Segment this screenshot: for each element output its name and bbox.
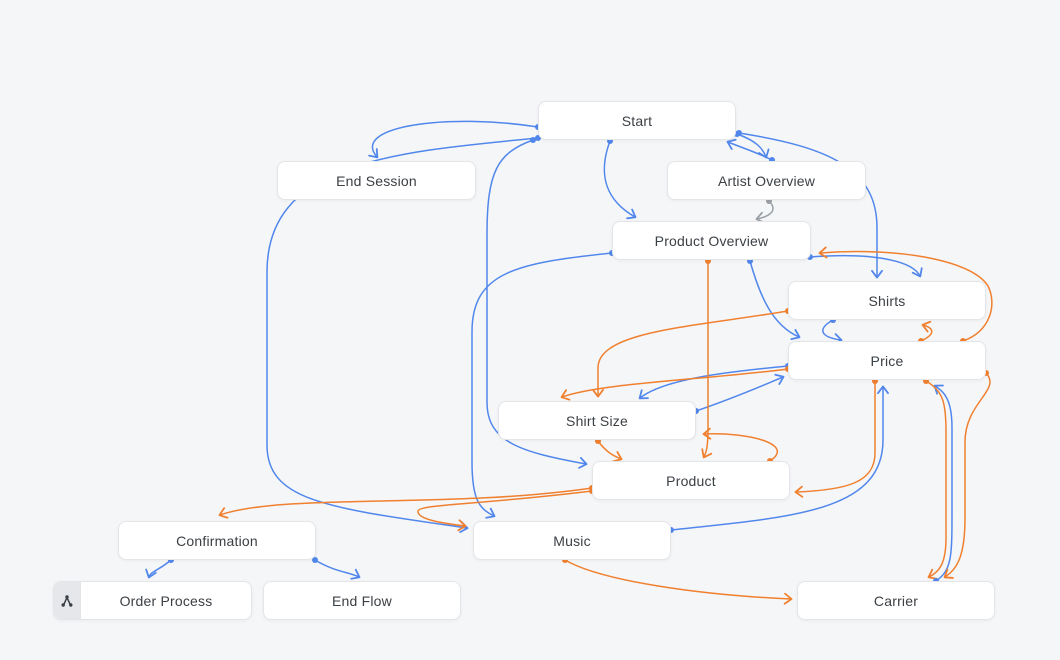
node-label: Order Process (119, 592, 213, 609)
edge-price-to-carrier[interactable] (925, 380, 947, 580)
edge-confirmation-to-end-flow[interactable] (314, 559, 361, 580)
node-start[interactable]: Start (538, 101, 736, 140)
node-confirmation[interactable]: Confirmation (118, 521, 316, 560)
node-label: Price (870, 352, 904, 369)
edge-source-handle (736, 130, 742, 136)
edge-product-overview-to-shirts[interactable] (809, 254, 923, 278)
node-label: Product Overview (654, 232, 769, 249)
node-music[interactable]: Music (473, 521, 671, 560)
edge-artist-overview-to-product-overview[interactable] (755, 200, 774, 224)
edge-start-to-artist-overview[interactable] (736, 133, 770, 159)
node-product-overview[interactable]: Product Overview (612, 221, 811, 260)
edge-confirmation-to-order-process[interactable] (145, 559, 172, 579)
edge-price-to-product[interactable] (794, 381, 876, 498)
edge-price-to-product-overview[interactable] (818, 246, 993, 342)
node-label: End Flow (332, 592, 392, 609)
edge-music-to-carrier[interactable] (564, 559, 793, 605)
node-label: Shirt Size (566, 412, 628, 429)
node-label: Confirmation (176, 532, 258, 549)
node-label: End Session (336, 172, 417, 189)
edge-source-handle (312, 557, 318, 563)
edge-artist-overview-to-start[interactable] (726, 138, 773, 161)
edge-price-to-shirt-size[interactable] (560, 368, 789, 401)
node-label: Start (621, 112, 653, 129)
node-carrier[interactable]: Carrier (797, 581, 995, 620)
node-order-process[interactable]: Order Process (53, 581, 252, 620)
edge-product-overview-to-price[interactable] (749, 260, 801, 341)
edge-product-to-confirmation[interactable] (218, 487, 593, 519)
workflow-icon (54, 582, 81, 619)
edge-shirts-to-price[interactable] (822, 319, 843, 346)
node-price[interactable]: Price (788, 341, 986, 380)
edge-product-overview-to-music[interactable] (471, 252, 613, 519)
node-shirt-size[interactable]: Shirt Size (498, 401, 696, 440)
node-end-flow[interactable]: End Flow (263, 581, 461, 620)
node-label: Carrier (873, 592, 919, 609)
node-product[interactable]: Product (592, 461, 790, 500)
edge-price-to-shirts[interactable] (920, 320, 933, 342)
node-label: Artist Overview (717, 172, 816, 189)
edge-start-to-product[interactable] (486, 139, 588, 469)
node-label: Shirts (868, 292, 906, 309)
node-end-session[interactable]: End Session (277, 161, 476, 200)
edge-start-to-end-session[interactable] (368, 120, 539, 159)
node-label: Music (553, 532, 591, 549)
node-shirts[interactable]: Shirts (788, 281, 986, 320)
edge-start-to-music[interactable] (266, 137, 539, 534)
edge-price-to-shirt-size[interactable] (638, 365, 789, 400)
edge-start-to-product-overview[interactable] (603, 140, 637, 220)
node-label: Product (666, 472, 716, 489)
node-artist-overview[interactable]: Artist Overview (667, 161, 866, 200)
edge-shirt-size-to-product[interactable] (597, 440, 623, 463)
edge-music-to-price[interactable] (670, 385, 889, 531)
edge-product-to-music[interactable] (417, 490, 593, 532)
edge-carrier-to-price[interactable] (933, 384, 953, 582)
edge-source-handle (530, 137, 536, 143)
edge-shirts-to-shirt-size[interactable] (592, 310, 789, 398)
edge-shirt-size-to-price[interactable] (695, 373, 785, 412)
edge-product-to-shirt-size[interactable] (702, 427, 778, 462)
edge-product-overview-to-product[interactable] (701, 261, 713, 459)
edge-price-to-carrier[interactable] (943, 372, 991, 579)
